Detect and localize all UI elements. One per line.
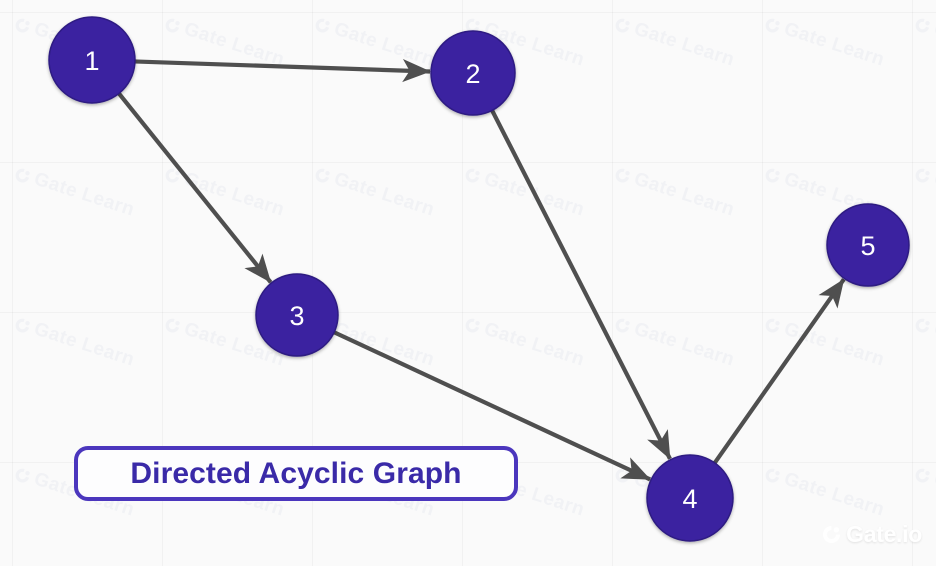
edge-1-to-2 <box>133 59 431 83</box>
node-layer: 1 2 3 4 5 <box>48 16 910 542</box>
graph-node-4[interactable]: 4 <box>646 454 734 542</box>
gate-io-logo: Gate.io <box>821 521 922 548</box>
node-label: 1 <box>84 46 99 76</box>
node-circle <box>826 203 910 287</box>
edge-4-to-5 <box>712 278 846 465</box>
graph-node-2[interactable]: 2 <box>430 30 516 116</box>
graph-node-5[interactable]: 5 <box>826 203 910 287</box>
graph-node-3[interactable]: 3 <box>255 273 339 357</box>
node-circle <box>255 273 339 357</box>
edge-1-to-3 <box>116 91 273 284</box>
node-circle <box>430 30 516 116</box>
edge-2-to-4 <box>489 108 672 460</box>
node-circle <box>646 454 734 542</box>
gate-logo-icon <box>821 524 842 545</box>
node-label: 3 <box>289 301 304 331</box>
gate-io-wordmark: Gate.io <box>846 521 922 547</box>
edge-layer <box>116 59 846 482</box>
node-label: 2 <box>465 59 480 89</box>
edge-3-to-4 <box>332 329 651 482</box>
node-circle <box>48 16 136 104</box>
node-label: 5 <box>860 231 875 261</box>
graph-node-1[interactable]: 1 <box>48 16 136 104</box>
caption-box: Directed Acyclic Graph <box>74 446 518 501</box>
caption-label: Directed Acyclic Graph <box>130 456 462 490</box>
node-label: 4 <box>682 484 697 514</box>
